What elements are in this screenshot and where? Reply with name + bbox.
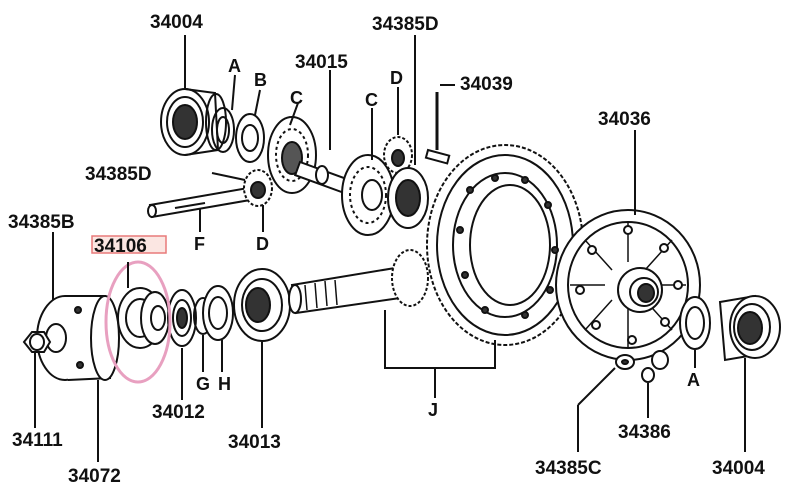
pinion-shaft-f — [147, 186, 252, 219]
label-34385d-left: 34385D — [85, 164, 152, 185]
letter-a-right: A — [687, 370, 700, 390]
washer-34385d-top — [387, 167, 429, 229]
highlight-box-34106 — [91, 235, 167, 254]
letter-f: F — [194, 234, 205, 254]
letter-labels: A B C C D F D G H J A — [194, 56, 700, 420]
oil-seal-34106 — [117, 287, 170, 349]
label-34036: 34036 — [598, 109, 651, 130]
ring-gear — [426, 144, 584, 346]
washer-a-right — [679, 296, 711, 350]
bearing-34004-bottom — [718, 294, 781, 362]
highlight-ring-34106 — [104, 260, 172, 384]
letter-d-bottom: D — [256, 234, 269, 254]
washer-a-top — [211, 107, 235, 153]
side-gear-c-right — [341, 154, 395, 236]
side-gear-c-left — [267, 116, 317, 194]
letter-c-right: C — [365, 90, 378, 110]
label-34385b: 34385B — [8, 212, 75, 233]
label-34386: 34386 — [618, 422, 671, 443]
bearing-34013 — [233, 268, 291, 342]
nut-34111 — [22, 331, 52, 353]
label-34111: 34111 — [12, 430, 63, 451]
label-34004-bottom: 34004 — [712, 458, 765, 479]
letter-b-top: B — [254, 70, 267, 90]
label-34072: 34072 — [68, 466, 121, 487]
letter-d-top: D — [390, 68, 403, 88]
letter-c-left: C — [290, 88, 303, 108]
washer-34385c — [615, 354, 635, 370]
label-34039: 34039 — [460, 74, 513, 95]
label-34012: 34012 — [152, 402, 205, 423]
companion-flange-34072 — [36, 295, 120, 381]
washer-h — [202, 285, 234, 341]
leader-lines — [34, 35, 746, 462]
bearing-34004-top — [160, 88, 227, 156]
part-number-labels: 34004 34385D 34015 34039 34036 34385D 34… — [8, 12, 765, 487]
label-34385d-top: 34385D — [372, 14, 439, 35]
drive-pinion-j — [288, 249, 429, 315]
label-34015: 34015 — [295, 52, 348, 73]
bearing-34012 — [167, 289, 197, 347]
letter-j: J — [428, 400, 438, 420]
letter-g: G — [196, 374, 210, 394]
bolt-34386 — [641, 350, 669, 383]
lock-pin-34039 — [424, 148, 451, 165]
label-34106: 34106 — [94, 236, 147, 257]
label-34004-top: 34004 — [150, 12, 203, 33]
letter-a-top: A — [228, 56, 241, 76]
differential-case-34036 — [555, 209, 701, 361]
washer-b-top — [235, 113, 265, 163]
label-34385c: 34385C — [535, 458, 602, 479]
label-34013: 34013 — [228, 432, 281, 453]
pinion-gear-d-top — [383, 136, 413, 174]
letter-h: H — [218, 374, 231, 394]
pinion-gear-d-left — [243, 169, 273, 207]
